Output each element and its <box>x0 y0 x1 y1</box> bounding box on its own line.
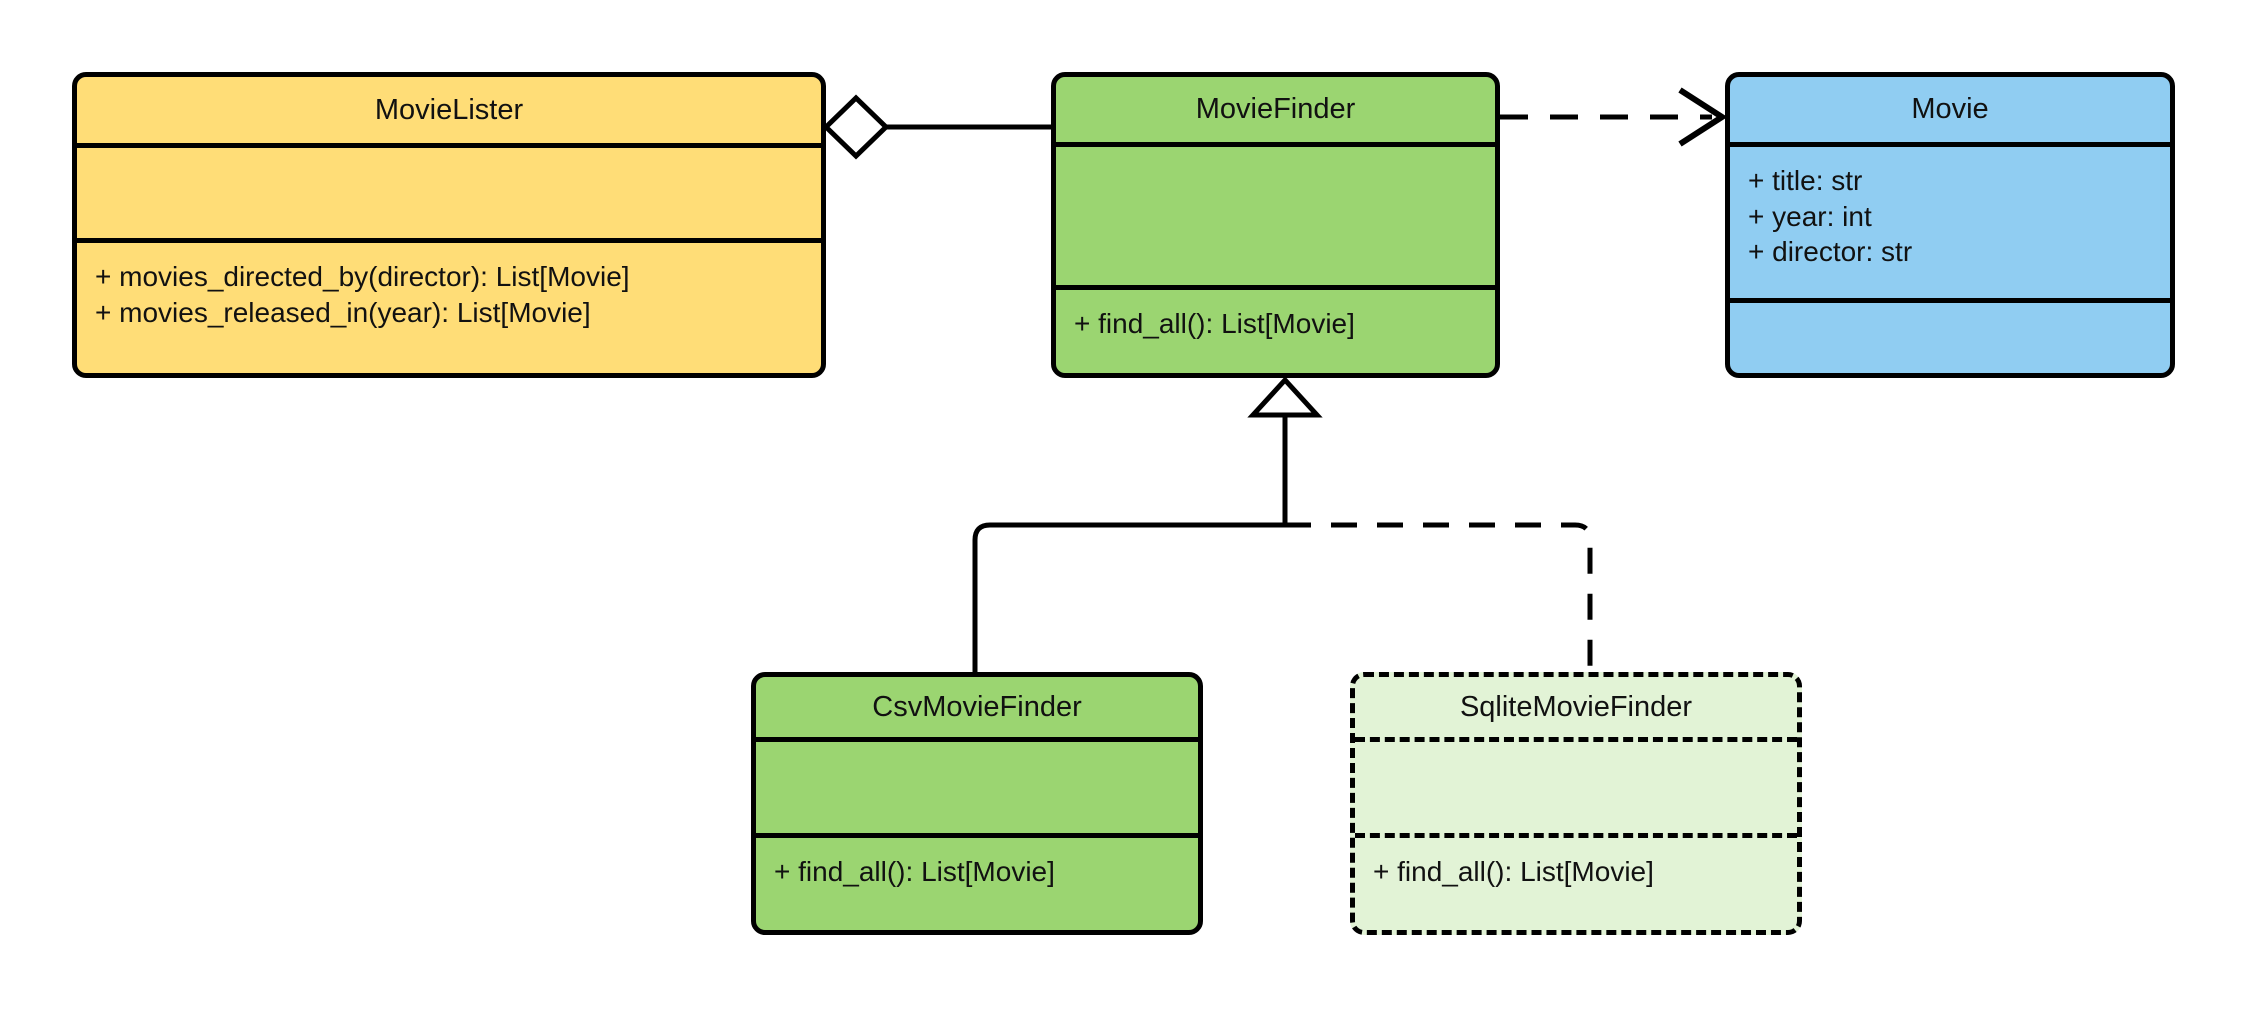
dependency-finder-movie <box>1500 87 1728 147</box>
class-attributes-sqlite-movie-finder <box>1355 742 1797 838</box>
class-box-csv-movie-finder[interactable]: CsvMovieFinder + find_all(): List[Movie] <box>751 672 1203 935</box>
attribute-row: + year: int <box>1748 200 1872 232</box>
hollow-triangle-icon <box>1247 376 1323 418</box>
inheritance-sqlite-line <box>1285 522 1593 672</box>
class-name-movie: Movie <box>1730 77 2170 147</box>
method-row: + find_all(): List[Movie] <box>1373 856 1654 887</box>
class-methods-movie-finder: + find_all(): List[Movie] <box>1056 290 1495 373</box>
class-name-movie-finder: MovieFinder <box>1056 77 1495 147</box>
class-box-movie-lister[interactable]: MovieLister + movies_directed_by(directo… <box>72 72 826 378</box>
aggregation-lister-finder <box>822 94 1051 160</box>
inheritance-csv-line <box>972 522 1285 672</box>
class-methods-movie <box>1730 303 2170 373</box>
class-name-csv-movie-finder: CsvMovieFinder <box>756 677 1198 742</box>
method-row: + movies_directed_by(director): List[Mov… <box>95 261 630 292</box>
class-methods-movie-lister: + movies_directed_by(director): List[Mov… <box>77 243 821 373</box>
method-row: + movies_released_in(year): List[Movie] <box>95 296 591 328</box>
inheritance-triangle-group <box>1247 376 1323 525</box>
class-box-sqlite-movie-finder[interactable]: SqliteMovieFinder + find_all(): List[Mov… <box>1350 672 1802 935</box>
attribute-row: + director: str <box>1748 236 1913 268</box>
inheritance-sqlite-finder <box>1285 522 1593 672</box>
class-methods-csv-movie-finder: + find_all(): List[Movie] <box>756 838 1198 930</box>
hollow-diamond-icon <box>822 94 890 160</box>
class-name-movie-lister: MovieLister <box>77 77 821 148</box>
class-attributes-movie: + title: str + year: int + director: str <box>1730 147 2170 303</box>
class-box-movie[interactable]: Movie + title: str + year: int + directo… <box>1725 72 2175 378</box>
class-name-sqlite-movie-finder: SqliteMovieFinder <box>1355 677 1797 742</box>
class-box-movie-finder[interactable]: MovieFinder + find_all(): List[Movie] <box>1051 72 1500 378</box>
class-attributes-csv-movie-finder <box>756 742 1198 838</box>
class-attributes-movie-lister <box>77 148 821 243</box>
method-row: + find_all(): List[Movie] <box>1074 308 1355 339</box>
class-methods-sqlite-movie-finder: + find_all(): List[Movie] <box>1355 838 1797 930</box>
method-row: + find_all(): List[Movie] <box>774 856 1055 887</box>
inheritance-csv-finder <box>972 522 1285 672</box>
attribute-row: + title: str <box>1748 165 1863 196</box>
open-arrow-icon <box>1678 87 1728 147</box>
class-attributes-movie-finder <box>1056 147 1495 290</box>
